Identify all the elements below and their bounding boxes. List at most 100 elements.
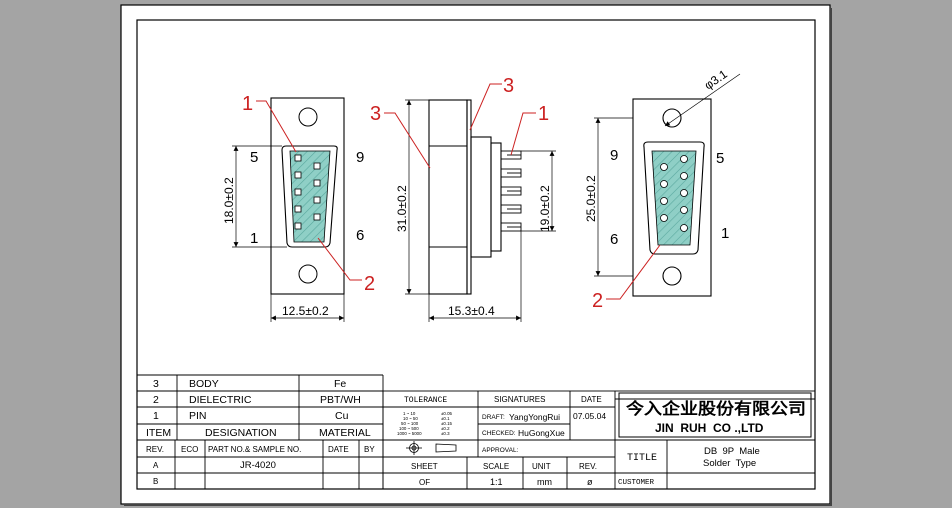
- bom-material: PBT/WH: [320, 394, 361, 406]
- tol-range: 1 ~ 10: [403, 411, 416, 416]
- side-view: [384, 83, 556, 322]
- side-pins: [500, 150, 522, 232]
- pin-cup: [680, 206, 688, 214]
- pin-cup: [680, 224, 688, 232]
- front-width-dim: 12.5±0.2: [282, 304, 329, 318]
- draft-label: DRAFT:: [482, 414, 505, 421]
- side-pin-height-dim: 19.0±0.2: [538, 185, 552, 232]
- front-callout-2: 2: [364, 273, 375, 295]
- rear-pin-label-br: 1: [721, 225, 729, 242]
- bom-header-material: MATERIAL: [319, 427, 371, 439]
- front-pin-label-br: 6: [356, 227, 364, 244]
- pin: [313, 213, 321, 221]
- pin-cup: [680, 155, 688, 163]
- pin-cup: [680, 189, 688, 197]
- side-callout-3-left: 3: [370, 103, 381, 125]
- side-callout-3-right-leader: [469, 83, 502, 131]
- rev-value: ø: [587, 477, 593, 487]
- front-mount-hole-top: [298, 107, 318, 127]
- side-callout-1-leader: [510, 112, 536, 156]
- hole-dim-leader: [664, 73, 741, 127]
- signatures-title: SIGNATURES: [494, 395, 545, 404]
- pin: [313, 196, 321, 204]
- signatures-text: SIGNATURES DATE DRAFT: YangYongRui 07.05…: [411, 395, 606, 487]
- rear-flange: [632, 98, 712, 297]
- front-callout-1-leader: [256, 100, 297, 153]
- sheet-shadow: [124, 8, 832, 506]
- tol-value: ±0.3: [441, 431, 450, 436]
- bom-designation: DIELECTRIC: [189, 394, 252, 406]
- unit-value: mm: [537, 477, 552, 487]
- rear-height-dim: 25.0±0.2: [584, 175, 598, 222]
- title-block-grid: [382, 390, 816, 490]
- rear-pin-label-tr: 5: [716, 150, 724, 167]
- draft-name: YangYongRui: [509, 412, 560, 422]
- tol-range: 10 ~ 50: [403, 416, 418, 421]
- side-callout-3-right: 3: [503, 75, 514, 97]
- pin-cup: [680, 172, 688, 180]
- rev-a-part: JR-4020: [240, 460, 276, 471]
- rear-shell-outer: [643, 141, 705, 255]
- front-height-dim: 18.0±0.2: [222, 177, 236, 224]
- bom-item: 3: [153, 378, 159, 390]
- front-flange: [270, 97, 345, 295]
- rear-mount-hole-bottom: [662, 266, 682, 286]
- front-callout-1: 1: [242, 93, 253, 115]
- tol-value: ±0.05: [441, 411, 453, 416]
- unit-label: UNIT: [532, 462, 551, 471]
- tol-value: ±0.2: [441, 426, 450, 431]
- title-line-2: Solder Type: [703, 458, 756, 469]
- bom-material: Cu: [335, 410, 349, 422]
- bom-header-designation: DESIGNATION: [205, 427, 277, 439]
- rev-header: REV.: [146, 445, 164, 454]
- bom-header-item: ITEM: [146, 427, 171, 439]
- bom-text: 3 BODY Fe 2 DIELECTRIC PBT/WH 1 PIN Cu I…: [146, 378, 371, 439]
- rear-view: [594, 73, 741, 300]
- date-title: DATE: [581, 395, 602, 404]
- bom-item: 1: [153, 410, 159, 422]
- side-body-height-dim: 31.0±0.2: [395, 185, 409, 232]
- by-header: BY: [364, 445, 375, 454]
- side-callout-3-left-leader: [384, 112, 431, 169]
- sheet-value: OF: [419, 478, 430, 487]
- rear-pin-label-bl: 6: [610, 231, 618, 248]
- approval-label: APPROVAL:: [482, 447, 519, 454]
- title-line-1: DB 9P Male: [704, 446, 760, 457]
- part-header: PART NO.& SAMPLE NO.: [208, 445, 301, 454]
- eco-header: ECO: [181, 445, 198, 454]
- rear-pins: [660, 155, 688, 232]
- bom-table: [137, 374, 384, 441]
- pin-cup: [660, 180, 668, 188]
- pin-cup: [660, 197, 668, 205]
- draft-date: 07.05.04: [573, 411, 606, 421]
- bom-material: Fe: [334, 378, 346, 390]
- rev-a: A: [153, 461, 159, 470]
- rev-label: REV.: [579, 462, 597, 471]
- pin: [294, 205, 302, 213]
- scale-label: SCALE: [483, 462, 509, 471]
- company-box: [618, 392, 812, 438]
- side-depth-dim: 15.3±0.4: [448, 304, 495, 318]
- front-mount-hole-bottom: [298, 264, 318, 284]
- company-name-cn: 今入企业股份有限公司: [625, 399, 806, 418]
- projection-symbol: [406, 441, 457, 455]
- scale-value: 1:1: [490, 477, 503, 487]
- customer-label: CUSTOMER: [618, 479, 655, 487]
- rear-pin-label-tl: 9: [610, 147, 618, 164]
- pin: [294, 154, 302, 162]
- sheet-label: SHEET: [411, 462, 438, 471]
- pin: [294, 171, 302, 179]
- pin: [313, 179, 321, 187]
- bom-designation: PIN: [189, 410, 207, 422]
- front-pin-label-bl: 1: [250, 230, 258, 247]
- drawing-sheet: [120, 4, 831, 505]
- date-header: DATE: [328, 445, 349, 454]
- pin: [294, 188, 302, 196]
- pin: [294, 222, 302, 230]
- bom-item: 2: [153, 394, 159, 406]
- tolerance-table: 1 ~ 10 10 ~ 50 50 ~ 100 100 ~ 500 1000 ~…: [397, 411, 453, 436]
- rear-dielectric: [651, 150, 697, 246]
- company-name-en: JIN RUH CO .,LTD: [655, 421, 764, 435]
- front-view: 5 9 1 6 18.0±0.2 12.5±0.2 1 2: [222, 93, 375, 322]
